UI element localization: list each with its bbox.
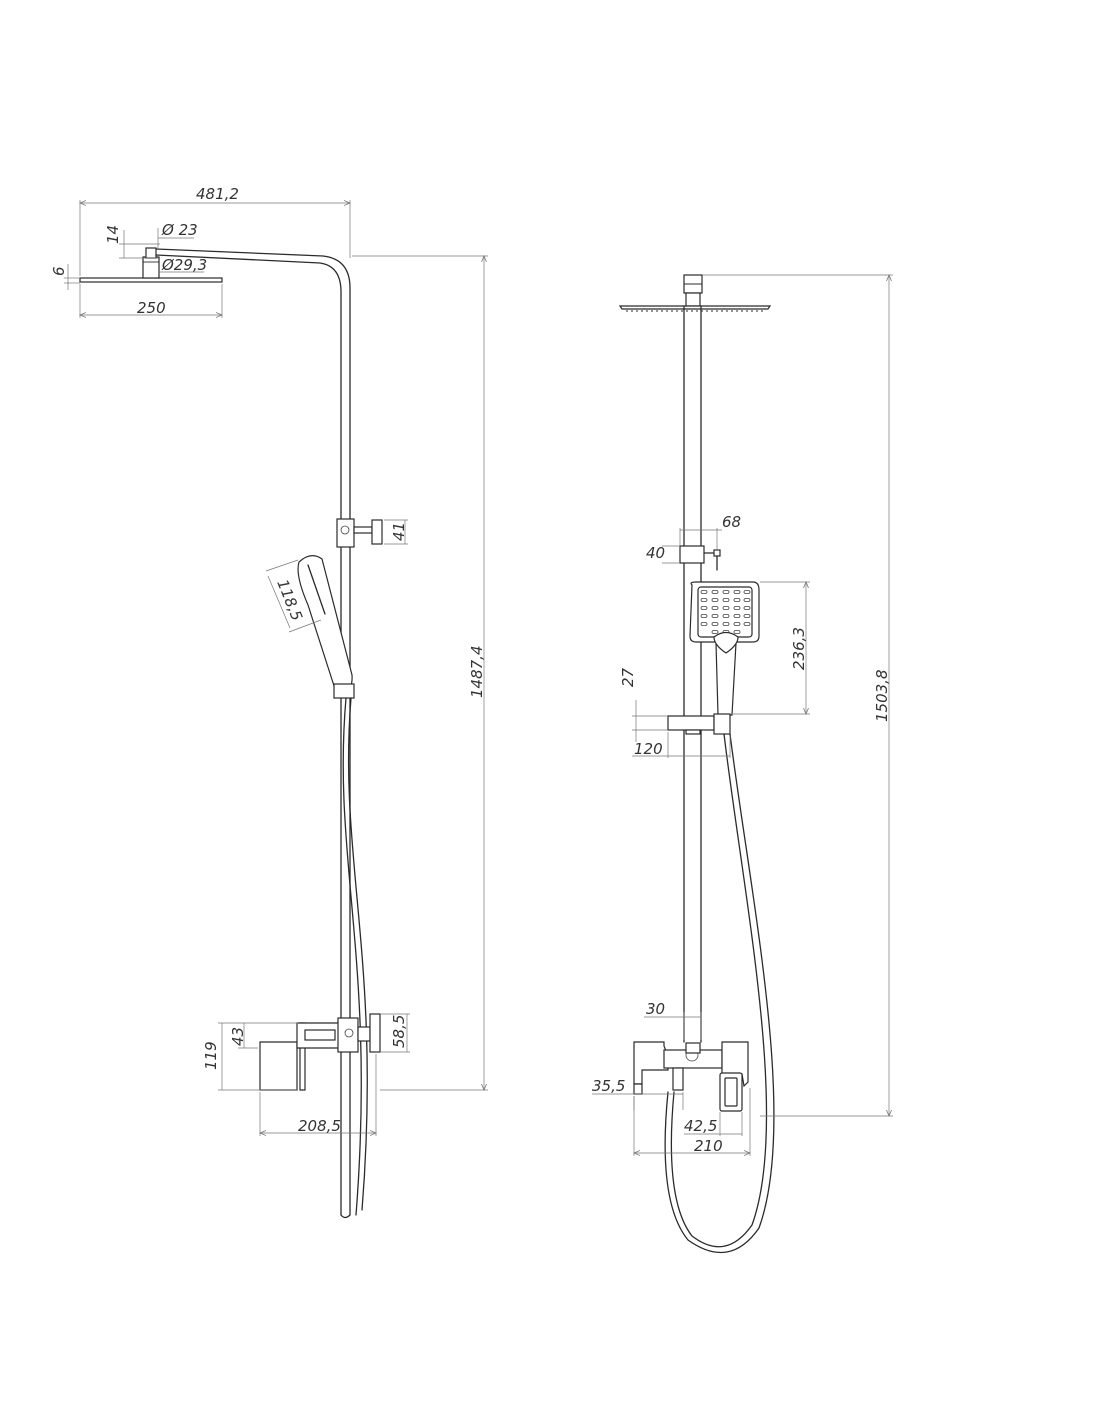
nozzle bbox=[700, 606, 708, 610]
front-slide-rail bbox=[667, 713, 731, 735]
side-hose bbox=[342, 697, 362, 1216]
dim-holder-width: 68 bbox=[722, 513, 741, 531]
nozzle bbox=[722, 590, 730, 594]
dim-spout-height: 43 bbox=[229, 1027, 247, 1046]
nozzle bbox=[711, 606, 719, 610]
dim-pipe-width: 30 bbox=[646, 1000, 665, 1018]
front-upper-holder bbox=[679, 545, 721, 571]
nozzle bbox=[722, 606, 730, 610]
dim-rail-height: 27 bbox=[619, 667, 637, 687]
dim-total-height-front: 1503,8 bbox=[873, 670, 891, 723]
nozzle bbox=[711, 614, 719, 618]
dim-rail-width: 120 bbox=[634, 740, 663, 758]
dim-holder-height: 41 bbox=[390, 522, 408, 541]
dim-mixer-width: 210 bbox=[694, 1137, 723, 1155]
nozzle bbox=[711, 622, 719, 626]
nozzle bbox=[700, 622, 708, 626]
front-hand-shower bbox=[689, 581, 760, 716]
nozzle bbox=[722, 614, 730, 618]
nozzle bbox=[711, 598, 719, 602]
dim-mixer-height: 119 bbox=[202, 1041, 220, 1070]
nozzle bbox=[743, 598, 751, 602]
nozzle bbox=[733, 598, 741, 602]
nozzle-grid bbox=[700, 590, 751, 634]
nozzle bbox=[700, 614, 708, 618]
front-hose bbox=[670, 733, 768, 1248]
front-shower-head bbox=[618, 274, 772, 312]
side-dimensions: 481,2 14 Ø 23 Ø29,3 6 250 bbox=[50, 185, 488, 1136]
dim-mixer-depth: 208,5 bbox=[298, 1117, 341, 1135]
nozzle bbox=[743, 606, 751, 610]
dim-holder-height-front: 40 bbox=[646, 544, 665, 562]
front-view: 68 40 236,3 27 120 1503,8 bbox=[592, 274, 893, 1254]
side-shower-head bbox=[79, 247, 223, 283]
front-mixer bbox=[633, 1041, 749, 1112]
dim-pipe-diameter: Ø 23 bbox=[161, 221, 198, 239]
dim-arm-height: 14 bbox=[104, 225, 122, 244]
nozzle bbox=[733, 606, 741, 610]
nozzle bbox=[733, 590, 741, 594]
side-hand-shower bbox=[297, 555, 355, 699]
nozzle bbox=[711, 590, 719, 594]
nozzle bbox=[733, 614, 741, 618]
dim-handshower-length: 236,3 bbox=[790, 627, 808, 670]
dim-outlet: 35,5 bbox=[592, 1077, 625, 1095]
side-mixer bbox=[259, 1013, 381, 1091]
nozzle bbox=[722, 622, 730, 626]
dim-lever-width: 42,5 bbox=[684, 1117, 717, 1135]
nozzle bbox=[743, 614, 751, 618]
side-upper-holder bbox=[336, 518, 383, 548]
side-arm-and-pipe bbox=[155, 248, 351, 1219]
nozzle bbox=[743, 622, 751, 626]
front-pipe bbox=[683, 305, 702, 1043]
nozzle bbox=[733, 630, 741, 634]
nozzle bbox=[733, 622, 741, 626]
dim-connector-diameter: Ø29,3 bbox=[161, 256, 207, 274]
dim-head-width: 250 bbox=[137, 299, 166, 317]
front-dimensions: 68 40 236,3 27 120 1503,8 bbox=[592, 275, 893, 1156]
side-view: 481,2 14 Ø 23 Ø29,3 6 250 bbox=[50, 185, 488, 1219]
nozzle bbox=[700, 598, 708, 602]
dim-mixer-side: 58,5 bbox=[390, 1015, 408, 1048]
nozzle bbox=[722, 598, 730, 602]
nozzle bbox=[743, 590, 751, 594]
nozzle bbox=[711, 630, 719, 634]
nozzle bbox=[700, 590, 708, 594]
dim-total-height-side: 1487,4 bbox=[468, 646, 486, 699]
dim-head-height: 6 bbox=[50, 266, 68, 276]
dim-width-total: 481,2 bbox=[196, 185, 239, 203]
